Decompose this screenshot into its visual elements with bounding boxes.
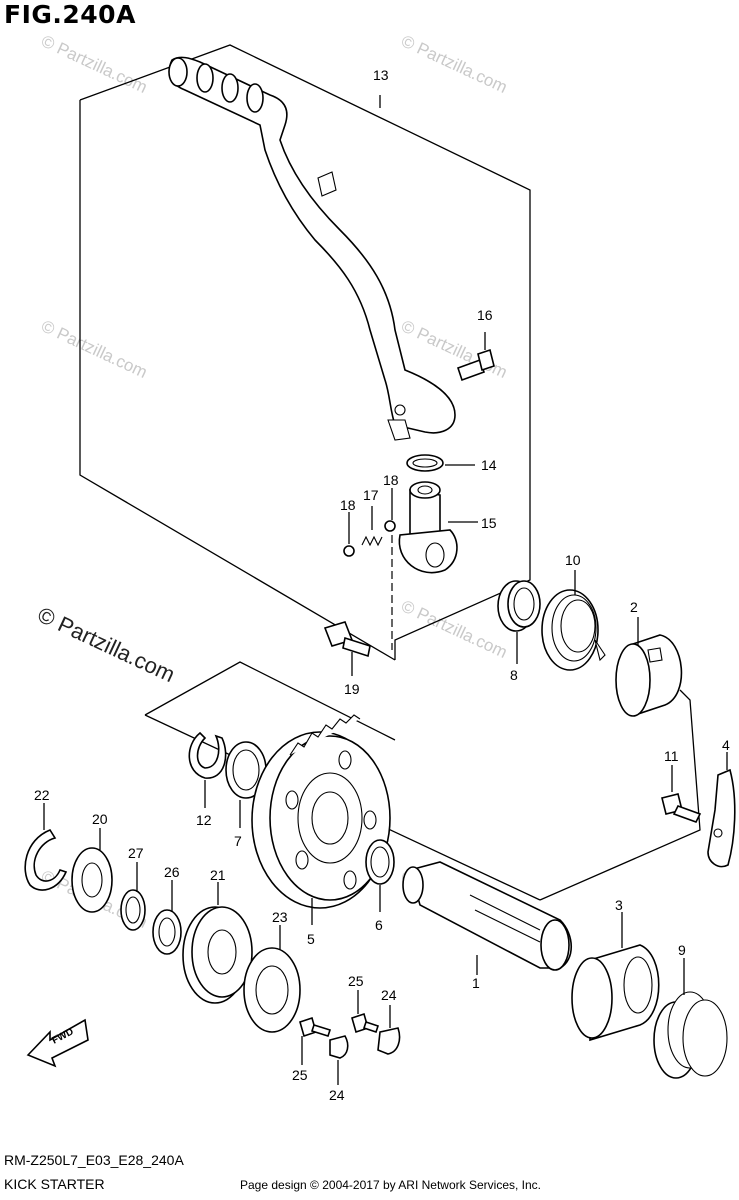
callout-23: 23 xyxy=(272,909,288,925)
oil-seal-8 xyxy=(497,580,541,632)
callout-6: 6 xyxy=(375,917,383,933)
bolt-25b xyxy=(351,1012,380,1034)
callout-15: 15 xyxy=(481,515,497,531)
callout-9: 9 xyxy=(678,942,686,958)
callout-8: 8 xyxy=(510,667,518,683)
watermark: © Partzilla.com xyxy=(38,31,150,97)
watermark: © Partzilla.com xyxy=(38,316,150,382)
bolt-25a xyxy=(299,1016,332,1038)
callout-1: 1 xyxy=(472,975,480,991)
callout-3: 3 xyxy=(615,897,623,913)
callout-2: 2 xyxy=(630,599,638,615)
bolt-11 xyxy=(661,793,702,823)
assembly-box-lower-top xyxy=(144,661,396,741)
washer-24b xyxy=(377,1027,401,1055)
callout-25a: 25 xyxy=(292,1067,308,1083)
callout-19: 19 xyxy=(344,681,360,697)
callout-5: 5 xyxy=(307,931,315,947)
figure-title: FIG.240A xyxy=(4,0,136,29)
section-name: KICK STARTER xyxy=(4,1176,105,1192)
assembly-box-lower-right xyxy=(539,689,701,901)
model-code: RM-Z250L7_E03_E28_240A xyxy=(4,1152,184,1168)
spring-9 xyxy=(653,991,728,1079)
callout-22: 22 xyxy=(34,787,50,803)
ball-18 xyxy=(343,545,355,557)
assembly-box-upper xyxy=(79,44,531,661)
callout-24b: 24 xyxy=(381,987,397,1003)
callout-12: 12 xyxy=(196,812,212,828)
callout-21: 21 xyxy=(210,867,226,883)
stopper-plate-4 xyxy=(707,768,736,868)
bolt-19 xyxy=(323,621,371,658)
watermark: © Partzilla.com xyxy=(398,596,510,662)
callout-4: 4 xyxy=(722,737,730,753)
callout-26: 26 xyxy=(164,864,180,880)
callout-17: 17 xyxy=(363,487,379,503)
circlip-12 xyxy=(188,731,227,779)
ball-18b xyxy=(384,520,396,532)
idle-gear-5 xyxy=(251,714,391,909)
washer-24a xyxy=(329,1035,349,1059)
guide-2 xyxy=(615,634,683,717)
page-credit: Page design © 2004-2017 by ARI Network S… xyxy=(240,1178,542,1192)
callout-27: 27 xyxy=(128,845,144,861)
drive-gear-3 xyxy=(571,944,660,1042)
kick-lever xyxy=(168,56,456,441)
callout-numbers: 13 16 14 17 18 18 15 10 2 8 19 4 11 22 1… xyxy=(34,67,730,1103)
callout-10: 10 xyxy=(565,552,581,568)
callout-14: 14 xyxy=(481,457,497,473)
watermark: © Partzilla.com xyxy=(398,31,510,97)
forward-arrow: FWD xyxy=(26,1018,89,1068)
lever-joint-15 xyxy=(398,481,458,574)
callout-11: 11 xyxy=(664,748,679,764)
return-spring-10 xyxy=(541,589,606,671)
watermark-dark: © Partzilla.com xyxy=(34,602,179,687)
callout-18b: 18 xyxy=(383,472,399,488)
spring-17 xyxy=(361,535,383,547)
callout-13: 13 xyxy=(373,67,389,83)
gear-21 xyxy=(182,906,253,1004)
watermark: © Partzilla.com xyxy=(398,316,510,382)
kick-shaft-1 xyxy=(402,861,573,971)
callout-20: 20 xyxy=(92,811,108,827)
callout-16: 16 xyxy=(477,307,493,323)
callout-25b: 25 xyxy=(348,973,364,989)
callout-18a: 18 xyxy=(340,497,356,513)
bolt-16 xyxy=(456,348,495,382)
callout-7: 7 xyxy=(234,833,242,849)
callout-24a: 24 xyxy=(329,1087,345,1103)
circlip-22 xyxy=(24,829,68,891)
